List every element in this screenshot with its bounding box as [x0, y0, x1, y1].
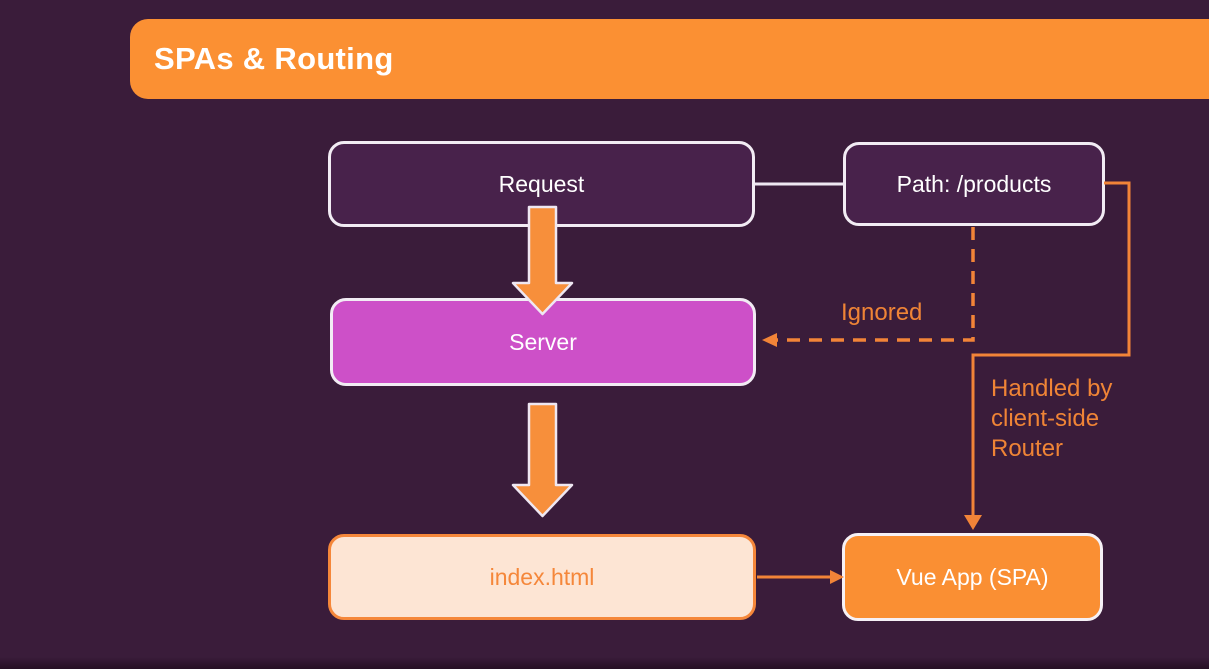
node-path-label: Path: /products: [896, 170, 1052, 197]
edge-label-ignored: Ignored: [841, 299, 923, 326]
node-index-html-label: index.html: [489, 563, 595, 590]
node-vue-app-label: Vue App (SPA): [896, 563, 1049, 590]
page-title: SPAs & Routing: [154, 41, 394, 76]
edge-path-to-vueapp: [971, 181, 1131, 517]
arrowhead-left-server: [762, 333, 777, 347]
node-request: Request: [328, 141, 755, 227]
slide-header-banner: SPAs & Routing: [130, 19, 1209, 99]
node-request-label: Request: [498, 170, 585, 197]
node-server-label: Server: [509, 328, 577, 355]
node-index-html: index.html: [328, 534, 756, 620]
edge-label-handled-by-client-side-router: Handled by client-side Router: [991, 375, 1113, 462]
block-arrow-server-to-index: [511, 402, 574, 518]
arrowhead-down-vueapp: [964, 515, 982, 530]
node-path-products: Path: /products: [843, 142, 1105, 226]
node-server: Server: [330, 298, 756, 386]
node-vue-app-spa: Vue App (SPA): [842, 533, 1103, 621]
